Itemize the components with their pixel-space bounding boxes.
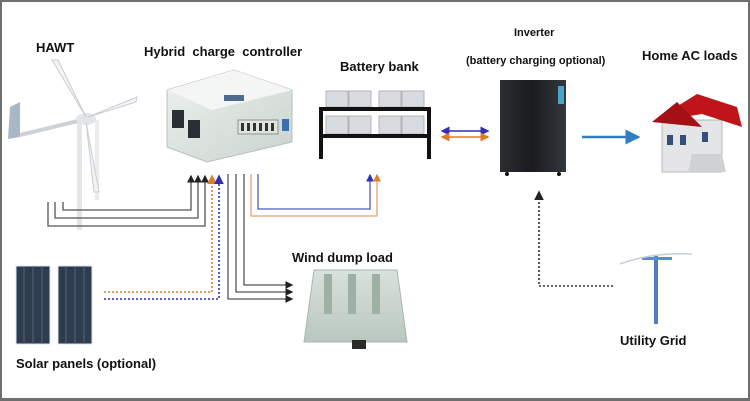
solar-panels-icon bbox=[15, 265, 93, 345]
dump-load-icon bbox=[303, 269, 408, 349]
utility-pole-icon bbox=[619, 252, 693, 324]
house-icon bbox=[652, 94, 742, 173]
label-battery-bank: Battery bank bbox=[340, 59, 419, 74]
wind-turbine-icon bbox=[8, 59, 138, 230]
grid-inverter-wire bbox=[534, 190, 613, 287]
hawt-controller-wires bbox=[47, 174, 209, 227]
label-home-ac-loads: Home AC loads bbox=[642, 48, 738, 63]
label-charge-controller: Hybrid charge controller bbox=[144, 44, 303, 59]
battery-inverter-link bbox=[440, 126, 490, 142]
inverter-icon bbox=[500, 80, 566, 176]
label-hawt: HAWT bbox=[36, 40, 75, 55]
label-inverter-note: (battery charging optional) bbox=[466, 55, 606, 67]
label-inverter: Inverter bbox=[514, 27, 555, 39]
controller-battery-wires bbox=[250, 173, 381, 217]
label-utility-grid: Utility Grid bbox=[620, 333, 687, 348]
label-wind-dump-load: Wind dump load bbox=[292, 250, 393, 265]
charge-controller-icon bbox=[166, 69, 293, 163]
controller-dump-wires bbox=[227, 174, 294, 303]
solar-controller-wires bbox=[104, 174, 224, 300]
label-solar-panels: Solar panels (optional) bbox=[16, 356, 157, 371]
battery-bank-icon bbox=[319, 90, 431, 159]
